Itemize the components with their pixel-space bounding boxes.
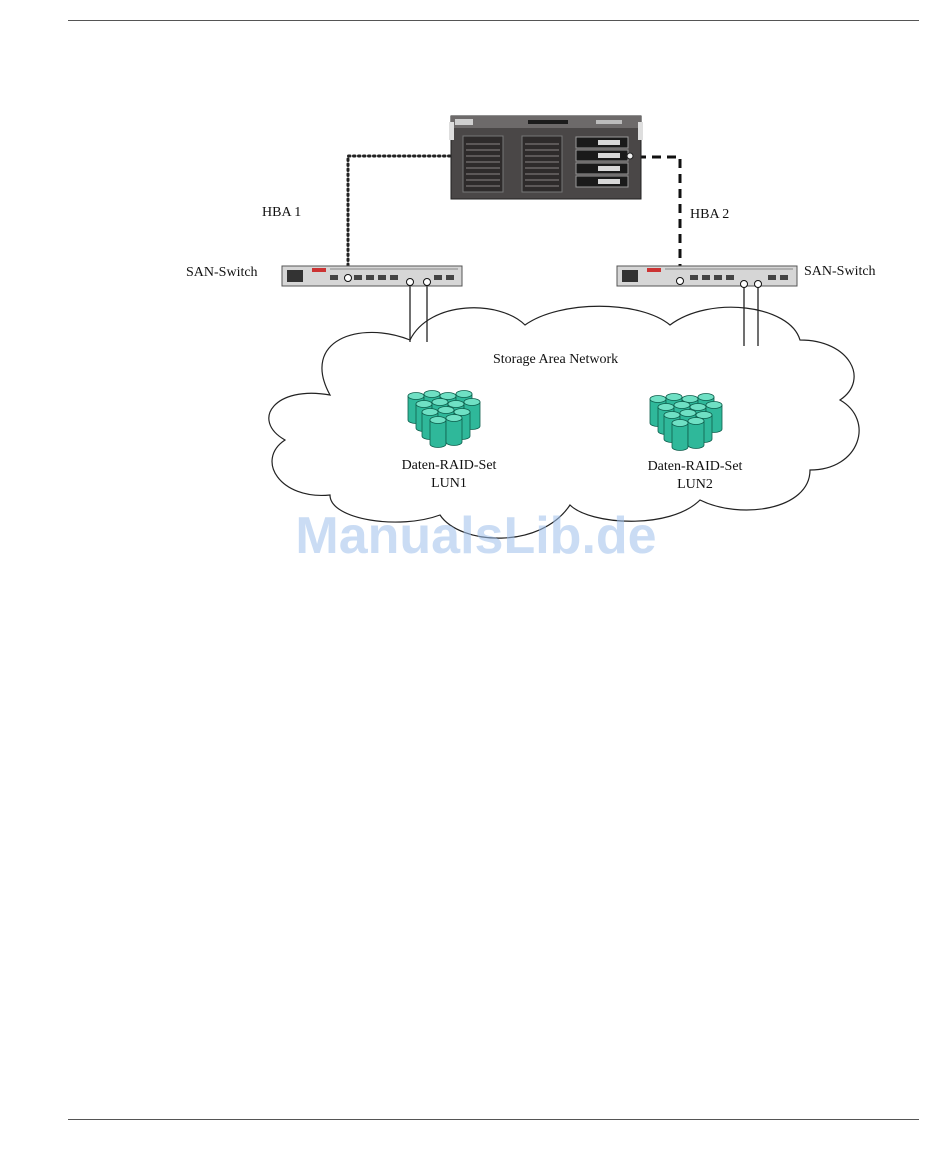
hba2-cable xyxy=(637,157,680,278)
san-switch-right-icon xyxy=(617,266,797,288)
raid-left-label: Daten-RAID-Set xyxy=(402,458,497,473)
lun-left-label: LUN1 xyxy=(431,476,467,491)
hba1-label: HBA 1 xyxy=(262,205,301,220)
lun-right-label: LUN2 xyxy=(677,477,713,492)
raid-right-label: Daten-RAID-Set xyxy=(648,459,743,474)
san-switch-left-icon xyxy=(282,266,462,286)
hba1-cable xyxy=(348,156,455,275)
storage-network-cloud xyxy=(269,306,859,538)
watermark: ManualsLib.de xyxy=(295,507,656,565)
hba2-label: HBA 2 xyxy=(690,207,729,222)
network-label: Storage Area Network xyxy=(493,352,618,367)
san-switch-right-label: SAN-Switch xyxy=(804,264,876,279)
server-icon xyxy=(449,116,643,199)
san-switch-left-label: SAN-Switch xyxy=(186,265,258,280)
